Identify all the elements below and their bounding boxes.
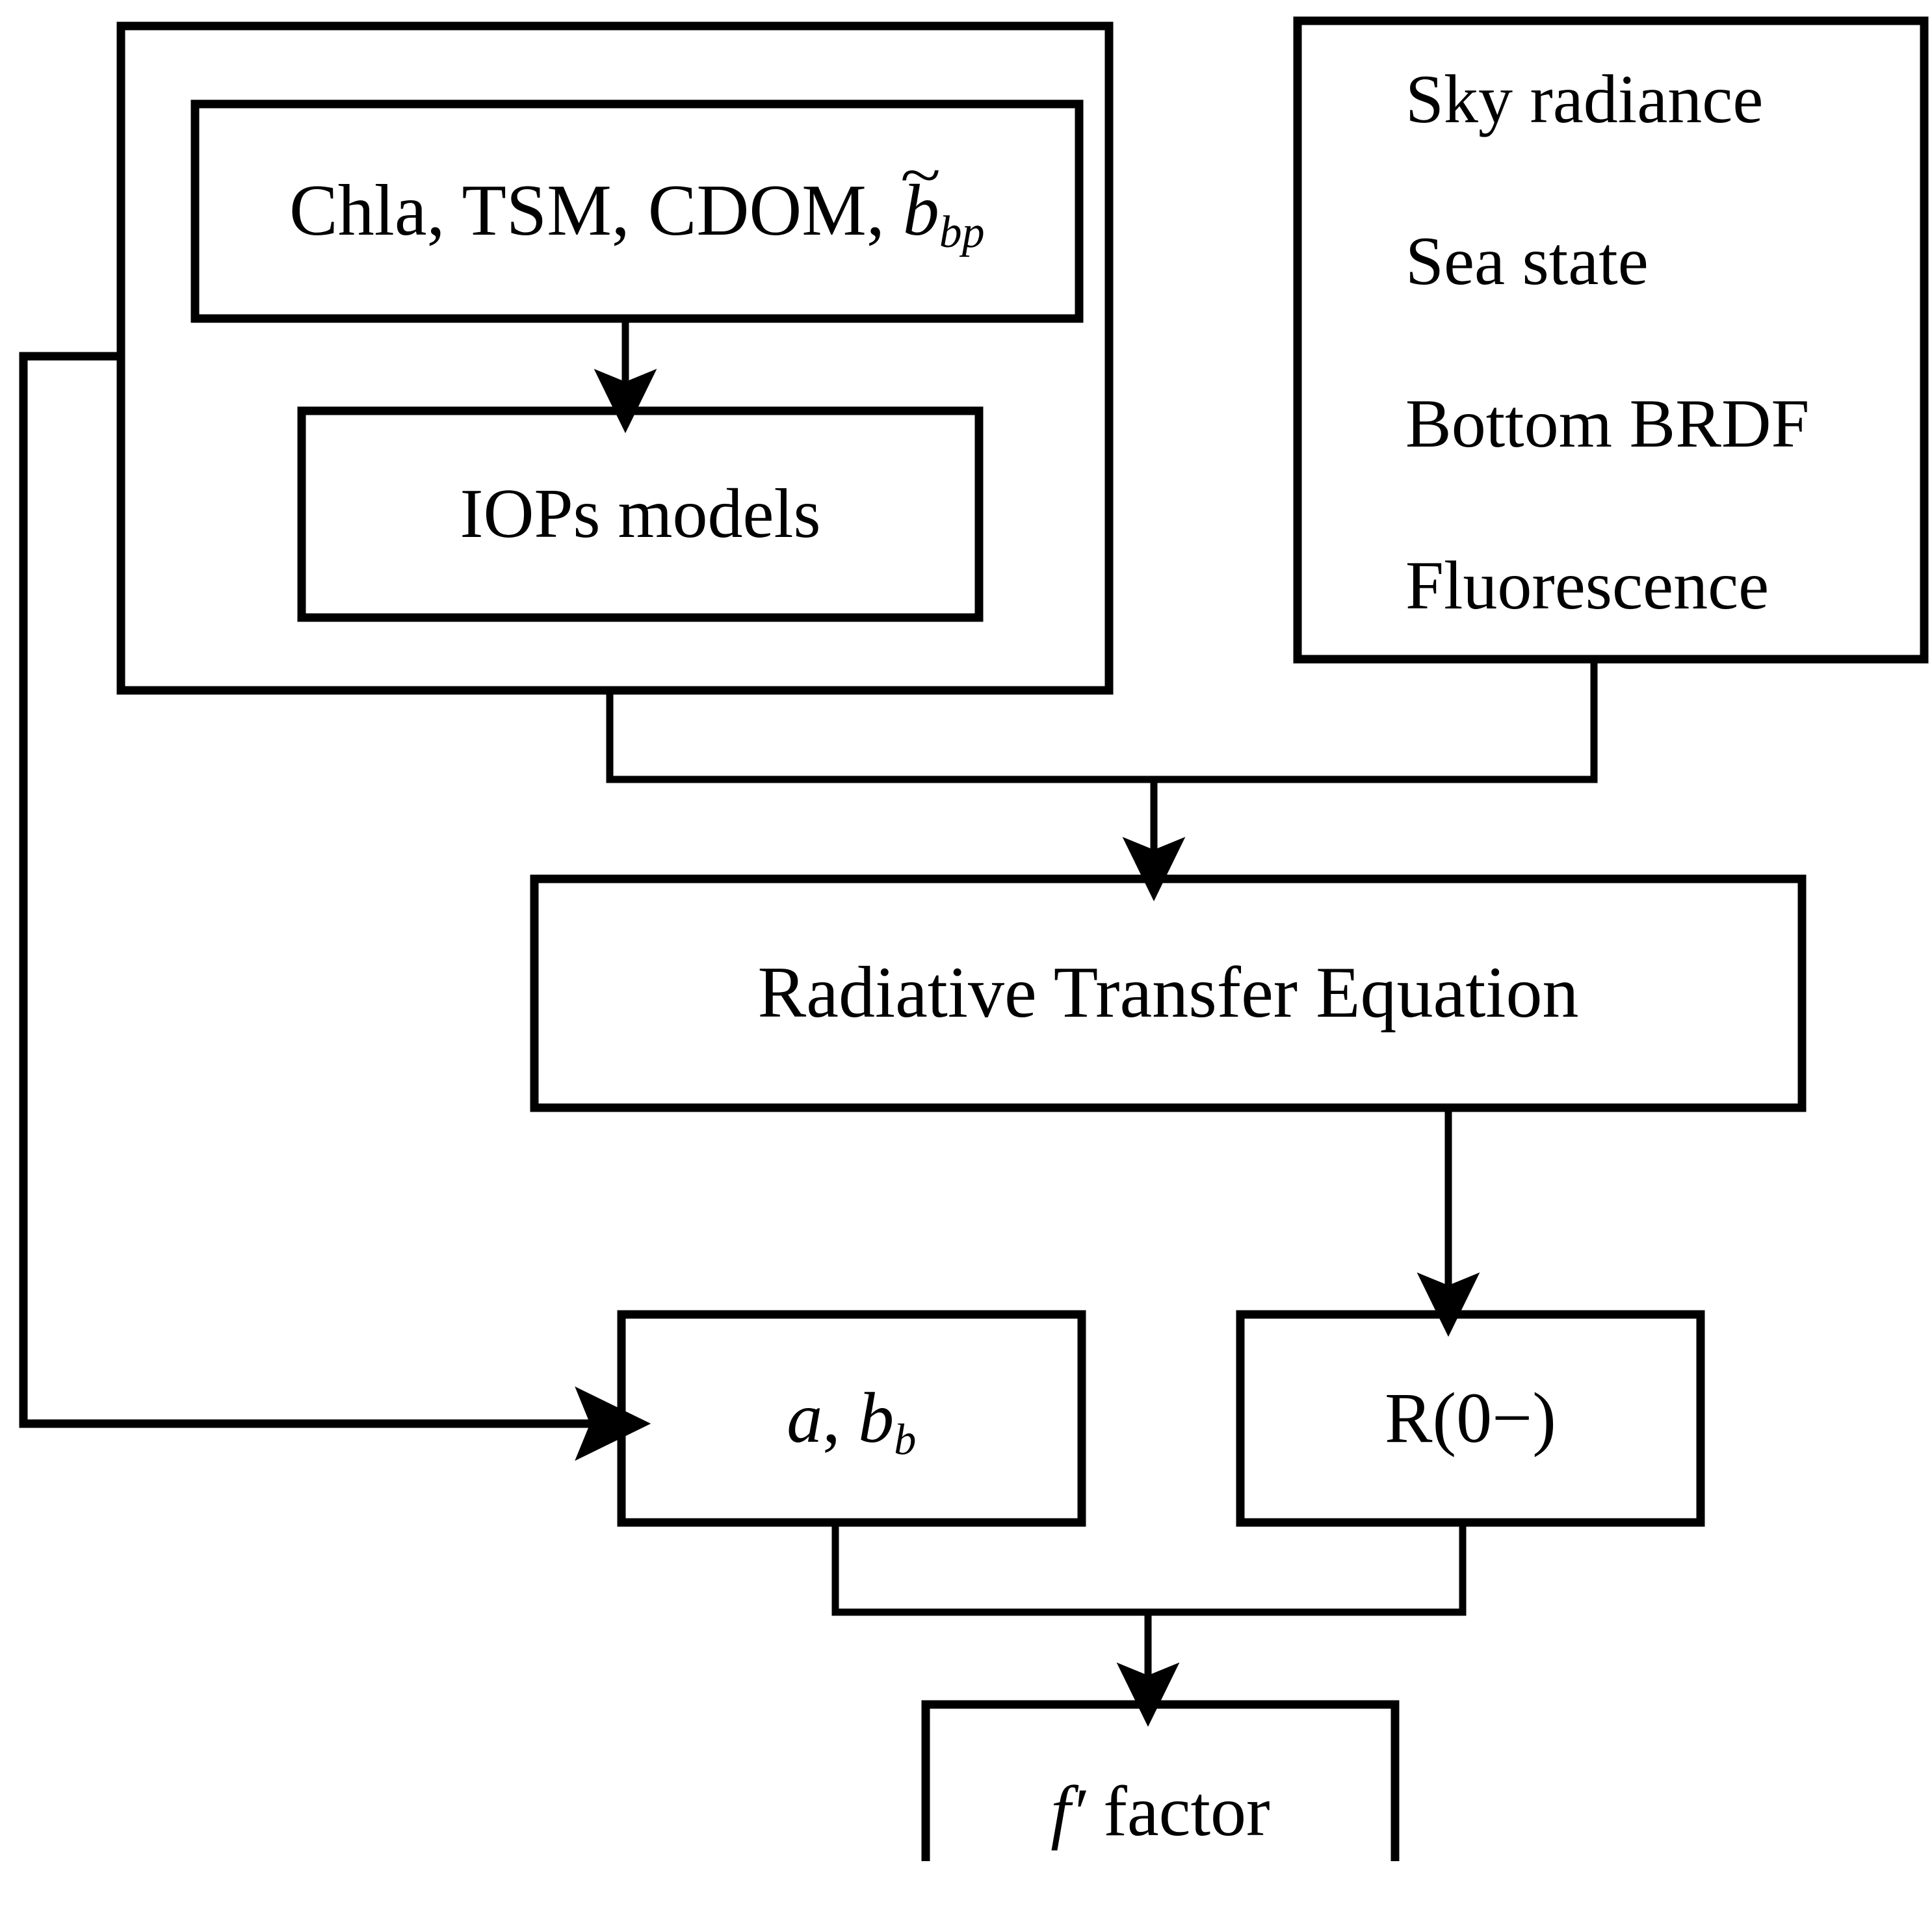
label-iops-models: IOPs models: [460, 475, 821, 553]
box-environment: [1293, 16, 1929, 664]
constituents-text: Chla, TSM, CDOM,: [289, 170, 903, 252]
label-rte: Radiative Transfer Equation: [757, 952, 1579, 1034]
bbp-base: b: [902, 170, 939, 252]
f-factor-word: factor: [1085, 1771, 1270, 1851]
box-constituents: [190, 99, 1084, 323]
f-factor-prime: ′: [1070, 1775, 1086, 1851]
environment-item-fluorescence: Fluorescence: [1405, 547, 1769, 623]
edge-merge-to-rte: [606, 659, 1598, 783]
label-reflectance: R(0−): [1385, 1378, 1556, 1458]
flowchart-graphics: [19, 16, 1929, 1861]
bbp-variable: ~b: [900, 145, 941, 252]
tilde-accent: ~: [900, 141, 941, 208]
label-environment-list: Sky radiance Sea state Bottom BRDF Fluor…: [1405, 60, 1919, 625]
iop-out-separator: ,: [822, 1378, 859, 1458]
iop-out-a: a: [787, 1378, 823, 1458]
label-f-factor: f′ factor: [926, 1704, 1395, 1919]
edge-feedback-to-iop-out: [19, 352, 610, 1428]
f-factor-symbol: f: [1051, 1771, 1071, 1851]
environment-item-sea-state: Sea state: [1405, 223, 1649, 300]
iop-out-b-subscript: b: [894, 1414, 917, 1464]
environment-item-bottom-brdf: Bottom BRDF: [1405, 385, 1810, 462]
label-constituents: Chla, TSM, CDOM, ~bbp: [195, 104, 1079, 319]
edge-merge-to-f-factor: [831, 1522, 1467, 1616]
label-iop-out: a, bb: [621, 1314, 1082, 1522]
environment-item-sky-radiance: Sky radiance: [1405, 61, 1764, 137]
iop-out-b: b: [858, 1378, 894, 1458]
bbp-subscript: bp: [939, 207, 985, 257]
flowchart-canvas: Chla, TSM, CDOM, ~bbp IOPs models Sky ra…: [19, 16, 1929, 1861]
